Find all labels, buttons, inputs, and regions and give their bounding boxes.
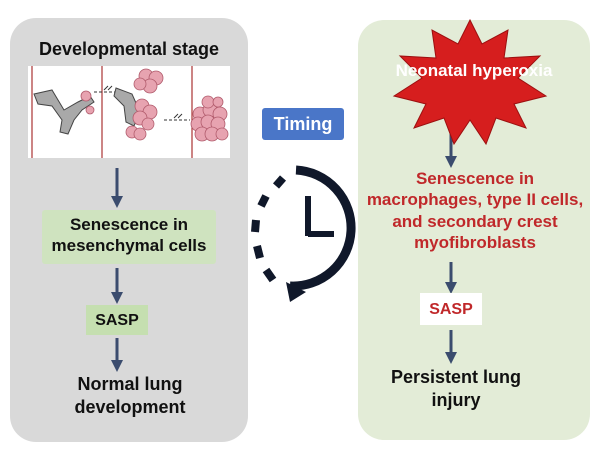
neonatal-hyperoxia-label: Neonatal hyperoxia xyxy=(395,61,553,80)
sasp-left-label: SASP xyxy=(95,312,139,329)
sasp-right-label: SASP xyxy=(429,301,473,318)
clock-icon xyxy=(251,165,356,302)
persistent-lung-injury-label: Persistent lung injury xyxy=(390,367,522,410)
sasp-right-box xyxy=(420,293,482,325)
developmental-stage-title: Developmental stage xyxy=(38,39,220,59)
normal-lung-development-label: Normal lung development xyxy=(74,374,186,417)
timing-badge xyxy=(262,108,344,140)
starburst-icon xyxy=(392,18,548,146)
hyperoxia-senescence-label: Senescence in macrophages, type II cells… xyxy=(366,169,584,252)
lung-development-illustration xyxy=(28,66,230,158)
mesenchymal-senescence-box xyxy=(42,210,216,264)
mesenchymal-senescence-label: Senescence in mesenchymal cells xyxy=(51,215,207,256)
sasp-left-box xyxy=(86,305,148,335)
timing-label: Timing xyxy=(273,114,333,134)
